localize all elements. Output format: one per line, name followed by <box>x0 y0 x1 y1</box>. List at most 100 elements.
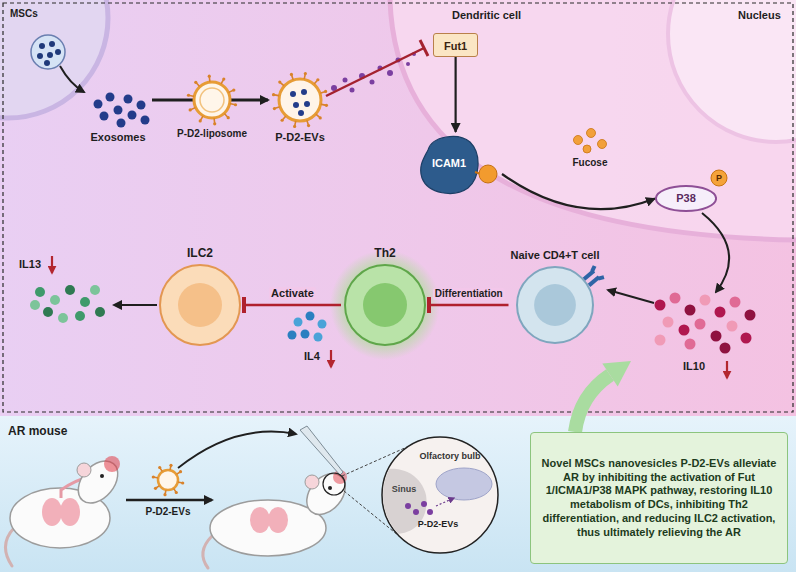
cell-label: Th2 <box>341 246 429 261</box>
msc-cell <box>44 60 50 66</box>
decrease-arrow <box>330 350 332 367</box>
spike-tip <box>199 119 202 122</box>
cell-membrane <box>160 265 240 345</box>
il4-dots <box>294 318 303 327</box>
anatomy-label: Olfactory bulb <box>419 451 480 462</box>
phospho-circle <box>711 170 727 186</box>
il10-dots <box>730 297 741 308</box>
big-green-arrow <box>575 375 610 432</box>
mouse-figure <box>42 498 62 526</box>
mouse-figure <box>300 426 343 475</box>
cell-outline <box>515 265 595 345</box>
spike-tip <box>179 470 182 473</box>
spike-tip <box>278 81 281 84</box>
mouse-figure <box>203 426 353 568</box>
spike-tip <box>163 493 166 496</box>
mouse-figure <box>203 536 212 568</box>
phospho-label: P <box>716 173 722 184</box>
cytokine-label: IL13 <box>19 258 41 271</box>
tcr-receptor <box>598 275 605 280</box>
il13-dots <box>65 285 75 295</box>
engineering-arrow <box>200 88 224 112</box>
spike-tip <box>227 116 230 119</box>
spike-tip <box>316 78 319 81</box>
summary-text: Novel MSCs nanovesicles P-D2-EVs allevia… <box>540 457 778 540</box>
kinase-oval: P38 <box>655 185 717 212</box>
oval-shape <box>656 186 716 211</box>
zoom-inset <box>382 437 498 553</box>
il10-dots <box>685 305 696 316</box>
il10-dots <box>685 339 696 350</box>
treatment-label: P-D2-EVs <box>145 506 190 518</box>
cargo-trail <box>350 88 355 93</box>
engineered-vesicle <box>279 79 321 121</box>
cytokine-label: IL10 <box>683 360 705 373</box>
inhibition-line <box>326 48 424 96</box>
msc-cell <box>47 52 53 58</box>
ligand-spikes <box>152 464 185 497</box>
spike-tip <box>154 487 157 490</box>
mouse-figure <box>5 453 125 566</box>
spike-tip <box>169 464 172 467</box>
il4-dots <box>288 312 327 342</box>
il4-dots <box>306 312 315 321</box>
exosome-dots <box>124 95 133 104</box>
mouse-figure <box>299 466 353 522</box>
dendritic-cell-body <box>390 0 796 240</box>
il13-dots <box>35 287 45 297</box>
spike-tip <box>213 122 216 125</box>
exosome-dots <box>137 101 146 110</box>
organelle-name: Nucleus <box>738 9 781 22</box>
summary-box: Novel MSCs nanovesicles P-D2-EVs allevia… <box>530 432 788 564</box>
spike-tip <box>324 90 327 93</box>
vesicle-label: P-D2-EVs <box>418 519 459 530</box>
release-arrow <box>114 304 157 306</box>
il13-dots <box>95 307 105 317</box>
engineered-vesicle <box>279 79 321 121</box>
mouse-figure <box>60 498 80 526</box>
il10-dots <box>679 325 690 336</box>
engineered-vesicle <box>298 110 304 116</box>
exosome-dots <box>106 93 115 102</box>
spike-tip <box>189 108 192 111</box>
cell-membrane <box>517 267 593 343</box>
fucose-dots <box>587 129 596 138</box>
arrow-connector <box>502 174 655 209</box>
il10-dots <box>670 293 681 304</box>
inhibition-line <box>326 40 428 96</box>
edge-label: Differentiation <box>433 288 505 300</box>
cell-outline <box>158 263 242 347</box>
frame-border <box>3 3 793 412</box>
il13-dots <box>30 300 40 310</box>
spike-tip <box>152 475 155 478</box>
cell-nucleus <box>178 283 222 327</box>
il10-dots <box>663 317 674 328</box>
exosome-dots <box>117 119 126 128</box>
decrease-arrow <box>51 256 53 273</box>
mouse-figure <box>328 486 332 490</box>
zoom-inset <box>421 501 427 507</box>
mouse-figure <box>250 507 270 533</box>
receptor-label: ICAM1 <box>432 157 466 171</box>
th2-cell: Th2 <box>341 246 429 347</box>
spike-tip <box>175 491 178 494</box>
il10-dots <box>655 300 666 311</box>
il13-dots <box>58 313 68 323</box>
il10-dots <box>655 293 756 354</box>
il10-dots <box>720 343 731 354</box>
signal-arrow <box>608 213 729 303</box>
fucose-dots <box>574 129 607 154</box>
ligand-spikes <box>187 75 237 126</box>
spike-tip <box>232 88 235 91</box>
il10-dots <box>741 333 752 344</box>
il10-dots <box>745 310 756 321</box>
cell-membrane <box>345 265 425 345</box>
msc-cell <box>31 35 65 69</box>
cell-name: Dendritic cell <box>452 9 521 22</box>
spike-tip <box>234 103 237 106</box>
spike-tip <box>307 124 310 127</box>
molecule-label: Fucose <box>572 157 607 169</box>
mouse-figure <box>100 474 104 478</box>
